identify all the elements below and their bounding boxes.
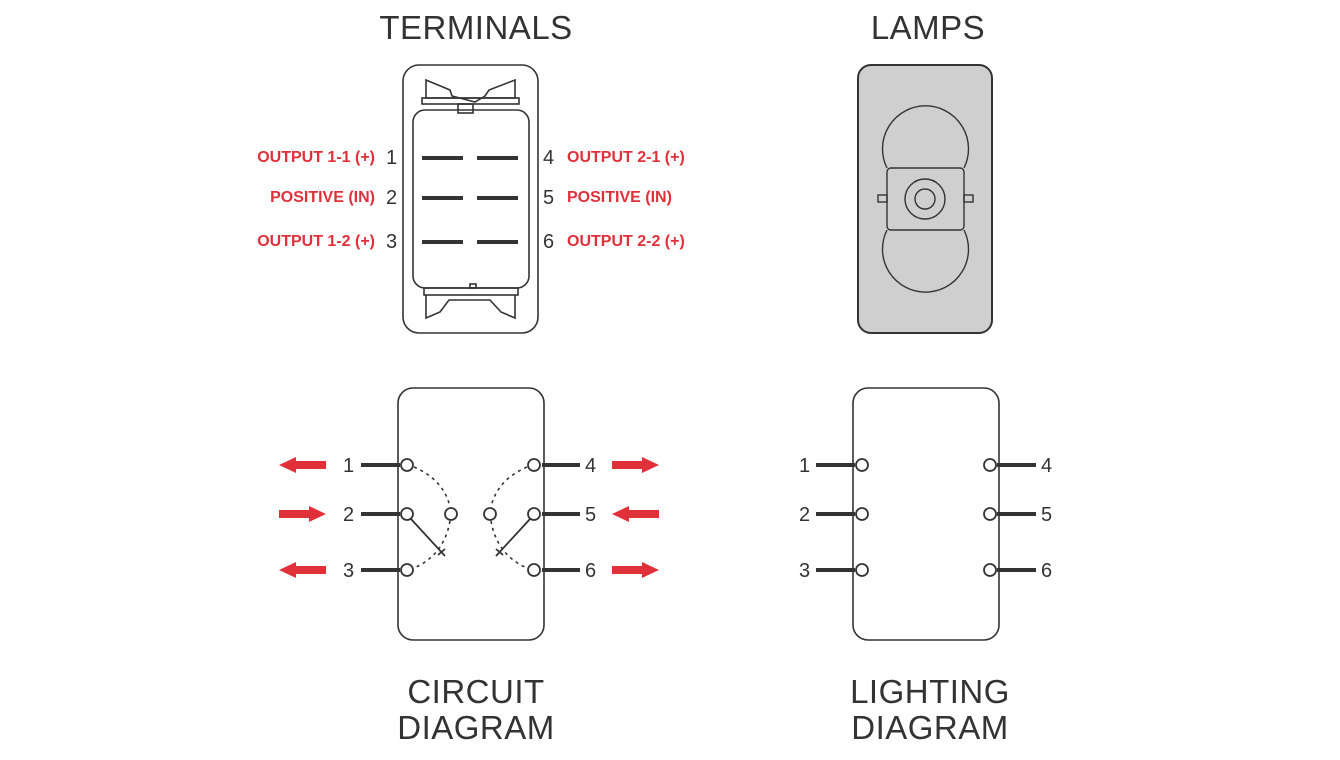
contact-left-mid [444, 507, 458, 521]
lighting-outline [852, 387, 1000, 641]
top-clip-tab [457, 103, 474, 114]
circuit-title-line1: CIRCUIT [407, 673, 545, 710]
lighting-leads [816, 463, 1036, 572]
circuit-title-line2: DIAGRAM [397, 709, 555, 746]
lighting-pin-5: 5 [1041, 504, 1053, 526]
arc-right-upper [490, 466, 528, 508]
terminal-label-4: OUTPUT 2-1 (+) [567, 149, 685, 166]
arrow-left-icon-pin-3 [279, 562, 326, 578]
lever-left [410, 518, 446, 557]
terminal-num-6: 6 [543, 231, 555, 253]
circuit-outline [397, 387, 545, 641]
lamp-left-tab [877, 194, 888, 203]
terminal-num-2: 2 [386, 187, 398, 209]
lamp-ring-outer [904, 178, 946, 220]
lever-left-tick [437, 548, 446, 556]
lamp-housing [857, 64, 993, 334]
lamp-lower-lens [881, 229, 970, 293]
terminal-label-1: OUTPUT 1-1 (+) [257, 149, 375, 166]
lamps-switch [857, 64, 993, 334]
circuit-switch-body [397, 387, 545, 641]
lighting-pin-6: 6 [1041, 560, 1053, 582]
bottom-clip-bar [423, 287, 519, 296]
circuit-diagram-title: CIRCUIT DIAGRAM [326, 674, 626, 746]
lighting-pin-4: 4 [1041, 455, 1053, 477]
circuit-switch-levers [410, 518, 531, 557]
lever-right-tick [495, 548, 504, 556]
lever-right [495, 518, 531, 557]
lighting-pin-2: 2 [799, 504, 811, 526]
lamp-upper-lens [881, 105, 970, 169]
lighting-contact-5 [983, 507, 997, 521]
lighting-contact-4 [983, 458, 997, 472]
terminal-num-4: 4 [543, 147, 555, 169]
arrow-right-icon-pin-2 [279, 506, 326, 522]
terminals-switch-body [402, 64, 539, 334]
circuit-dotted-arcs [413, 466, 528, 569]
arrow-right-icon-pin-6 [612, 562, 659, 578]
arrow-left-icon-pin-1 [279, 457, 326, 473]
circuit-pin-3: 3 [343, 560, 355, 582]
circuit-pin-1: 1 [343, 455, 355, 477]
arc-right-lower [490, 520, 528, 569]
circuit-pin-6: 6 [585, 560, 597, 582]
terminals-title: TERMINALS [379, 9, 573, 46]
contact-2 [400, 507, 414, 521]
contact-1 [400, 458, 414, 472]
circuit-arrows [279, 457, 659, 578]
bottom-clip [425, 295, 516, 320]
lighting-diagram-title: LIGHTING DIAGRAM [780, 674, 1080, 746]
lighting-pin-1: 1 [799, 455, 811, 477]
contact-5 [527, 507, 541, 521]
contact-right-mid [483, 507, 497, 521]
arrow-left-icon-pin-5 [612, 506, 659, 522]
terminal-num-3: 3 [386, 231, 398, 253]
arc-left-upper [413, 466, 451, 508]
contact-4 [527, 458, 541, 472]
lighting-contact-6 [983, 563, 997, 577]
terminal-label-5: POSITIVE (IN) [567, 189, 672, 206]
circuit-contacts [400, 458, 541, 577]
terminal-label-3: OUTPUT 1-2 (+) [257, 233, 375, 250]
terminal-num-1: 1 [386, 147, 398, 169]
circuit-pin-4: 4 [585, 455, 597, 477]
contact-3 [400, 563, 414, 577]
circuit-pin-2: 2 [343, 504, 355, 526]
lighting-contacts [855, 458, 997, 577]
circuit-leads [361, 463, 580, 572]
circuit-pin-5: 5 [585, 504, 597, 526]
lamps-title: LAMPS [870, 9, 986, 46]
arrow-right-icon-pin-4 [612, 457, 659, 473]
terminal-num-5: 5 [543, 187, 555, 209]
lighting-contact-1 [855, 458, 869, 472]
terminals-outer-frame [402, 64, 539, 334]
lamp-right-tab [963, 194, 974, 203]
lighting-title-line1: LIGHTING [850, 673, 1010, 710]
arc-left-lower [413, 520, 451, 569]
lighting-pin-3: 3 [799, 560, 811, 582]
contact-6 [527, 563, 541, 577]
terminal-label-6: OUTPUT 2-2 (+) [567, 233, 685, 250]
lighting-title-line2: DIAGRAM [851, 709, 1009, 746]
lighting-contact-3 [855, 563, 869, 577]
lighting-contact-2 [855, 507, 869, 521]
terminal-label-2: POSITIVE (IN) [270, 189, 375, 206]
lighting-switch-body [852, 387, 1000, 641]
lamp-ring-inner [914, 188, 936, 210]
terminal-blades [422, 156, 518, 244]
